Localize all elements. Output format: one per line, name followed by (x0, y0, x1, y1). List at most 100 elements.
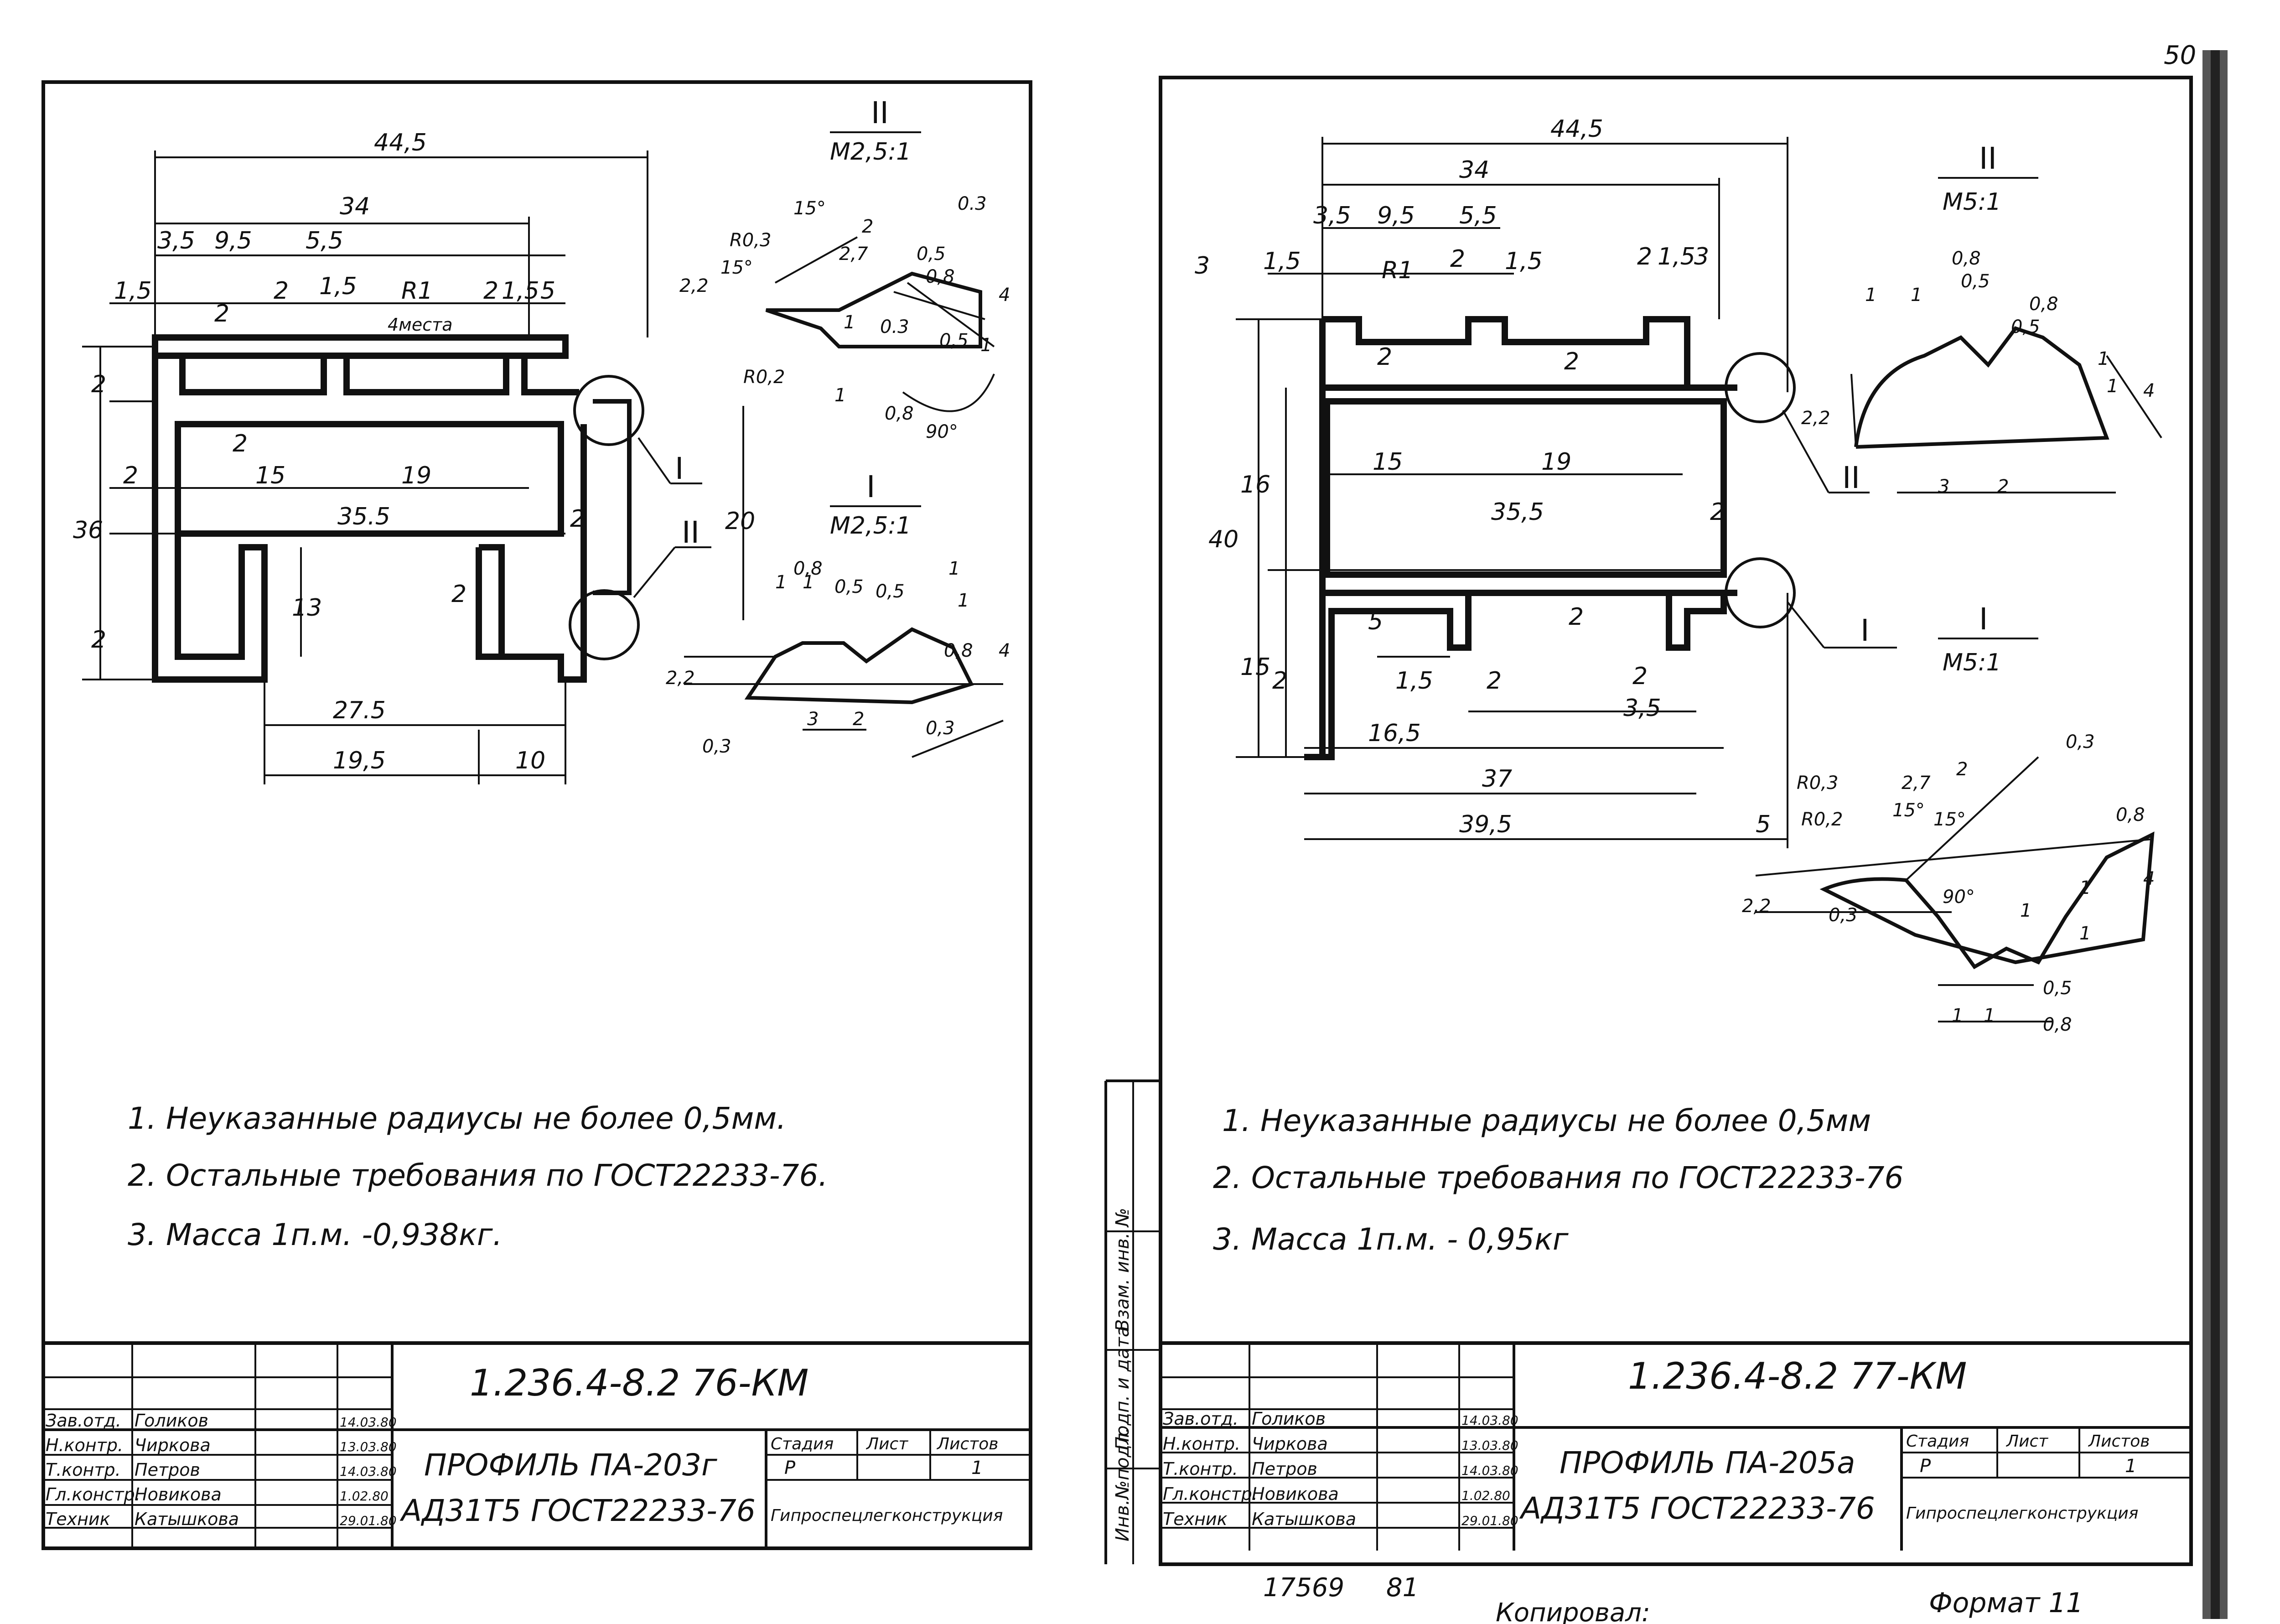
header-sheet: Лист (865, 1435, 908, 1453)
left-callouts: I II (633, 437, 711, 598)
right-detail-II-dim: 2,2 (1801, 408, 1830, 429)
left-detail-II-dim: 0.3 (958, 193, 987, 214)
left-detail-II-dim: 1 (834, 385, 846, 406)
left-tb-row-role: Т.контр. (46, 1460, 121, 1480)
r-dim-15a: 15 (1373, 448, 1403, 476)
right-tb-row-role: Гл.констр. (1163, 1484, 1258, 1504)
left-detail-II-dim: 0,5 (917, 244, 946, 265)
r-dim-19a: 19 (1541, 448, 1571, 476)
right-detail-I-dim: 0,5 (2043, 978, 2072, 999)
right-tb-row-role: Зав.отд. (1163, 1409, 1238, 1429)
left-notes: 1. Неуказанные радиусы не более 0,5мм. 2… (128, 1101, 828, 1252)
right-detail-I-dim: R0,3 (1797, 773, 1838, 794)
dim-2-b: 2 (91, 626, 106, 654)
right-detail-I-dim: 1 (1952, 1005, 1963, 1026)
right-sheet: Инв.№подл. Подп. и дата Взам. инв. № (1104, 76, 2193, 1624)
left-detail-I-dim: 0,8 (793, 558, 823, 579)
page-number-fragment: 50 (2164, 41, 2196, 70)
left-detail-I-dim: 0,3 (926, 718, 955, 739)
note-1: 1. Неуказанные радиусы не более 0,5мм. (128, 1101, 786, 1136)
r-drawing-title: ПРОФИЛЬ ПА-205а (1560, 1445, 1855, 1480)
dim-19-5: 19,5 (333, 747, 386, 774)
left-tb-row-name: Голиков (135, 1411, 208, 1431)
left-detail-II-dim: 1 (844, 312, 855, 333)
left-detail-I-dim: 3 (807, 709, 819, 730)
r-dim-35-5: 35,5 (1491, 498, 1544, 526)
r-dim-1-5b: 1,5 (1505, 248, 1543, 275)
dim-5-5: 5,5 (306, 227, 343, 254)
dim-2-v1: 2 (91, 371, 106, 398)
left-tb-row-role: Техник (46, 1509, 110, 1529)
right-dim-texts: 44,5 34 3,5 9,5 5,5 1,5 R1 2 1,5 2 1,5 3… (1195, 115, 1771, 838)
left-detail-I-dim: 0,8 (944, 640, 973, 661)
r-detail-I-label: I (1979, 602, 1988, 637)
dim-9-5: 9,5 (214, 227, 252, 254)
left-tb-row-name: Новикова (135, 1484, 222, 1505)
stage-value: Р (784, 1458, 796, 1479)
r-dim-1-5a: 1,5 (1263, 248, 1301, 275)
right-tb-row-date: 14.03.80 (1461, 1413, 1518, 1428)
right-tb-row-name: Чиркова (1252, 1434, 1328, 1454)
r-doc-code: 1.236.4-8.2 77-КМ (1628, 1355, 1967, 1397)
r-dim-3: 3 (1694, 243, 1709, 270)
left-detail-I-dim: 1 (775, 572, 787, 593)
r-sheets-value: 1 (2125, 1456, 2136, 1477)
dim-3-5: 3,5 (157, 227, 195, 254)
right-detail-II-dim: 0,5 (2011, 316, 2040, 337)
right-footer: 17569 81 Копировал: Формат 11 (1263, 1573, 2083, 1624)
left-detail-II-dim: R0,3 (730, 230, 771, 251)
right-detail-I-dim: 15° (1892, 800, 1925, 821)
left-detail-II-dim: 2,2 (679, 275, 709, 296)
dim-2-r: 2 (570, 505, 585, 533)
dim-19: 19 (401, 462, 431, 489)
dim-2-v2: 2 (233, 430, 248, 457)
left-detail-II-dim: 1 (980, 335, 992, 356)
copied-label: Копировал: (1496, 1598, 1650, 1624)
r-dim-16: 16 (1240, 471, 1270, 498)
r-dim-1-5c: 1,5 (1658, 243, 1695, 270)
left-detail-I-dim: 2,2 (666, 668, 695, 689)
format-label: Формат 11 (1929, 1587, 2083, 1619)
right-notes: 1. Неуказанные радиусы не более 0,5мм 2.… (1213, 1103, 1904, 1257)
right-detail-II-dim: 1 (2107, 376, 2118, 397)
left-detail-I-dim: 0,5 (834, 576, 864, 597)
right-profile (1304, 316, 1796, 760)
r-dim-1-5d: 1,5 (1395, 667, 1433, 695)
r-dim-r1: R1 (1382, 257, 1413, 284)
left-tb-row-date: 14.03.80 (340, 1415, 397, 1430)
callout-II: II (682, 515, 700, 550)
r-callout-I: I (1860, 613, 1869, 648)
left-tb-row-date: 13.03.80 (340, 1439, 397, 1454)
r-dim-40: 40 (1208, 526, 1238, 553)
r-note-1: 1. Неуказанные радиусы не более 0,5мм (1222, 1103, 1871, 1138)
left-detail-II-dim: 0,8 (926, 266, 955, 287)
left-detail-II-dim: 15° (793, 198, 826, 219)
right-detail-I-dim: 1 (1984, 1005, 1995, 1026)
left-detail-II-dim: R0,2 (743, 367, 785, 388)
r-dim-9-5: 9,5 (1377, 202, 1415, 229)
detail-I-scale: М2,5:1 (830, 512, 911, 540)
right-detail-I-dim: 1 (2020, 900, 2031, 921)
r-dim-2b: 2 (1637, 243, 1652, 270)
dim-1-5c: 1,5 (502, 277, 539, 305)
note-2: 2. Остальные требования по ГОСТ22233-76. (128, 1158, 828, 1193)
right-tb-row-role: Т.контр. (1163, 1459, 1238, 1479)
right-tb-row-name: Катышкова (1252, 1509, 1356, 1529)
right-tb-row-role: Техник (1163, 1509, 1228, 1529)
r-dim-2-v2: 2 (1564, 348, 1579, 375)
r-dim-2-d: 2 (1632, 663, 1648, 690)
drawing-title: ПРОФИЛЬ ПА-203г (424, 1448, 717, 1483)
r-dim-16-5: 16,5 (1368, 720, 1421, 747)
header-stage: Стадия (771, 1435, 834, 1453)
left-detail-I-dim: 1 (958, 590, 969, 611)
left-detail-II-dim: 4 (999, 285, 1010, 306)
dim-2-l: 2 (123, 462, 138, 489)
right-tb-row-name: Петров (1252, 1459, 1317, 1479)
r-dim-2a: 2 (1450, 245, 1465, 273)
left-detail-I-dim: 0,5 (876, 581, 905, 602)
r-callout-II: II (1842, 460, 1860, 495)
detail-I-label: I (866, 469, 875, 504)
dim-5: 5 (540, 277, 555, 305)
r-dim-15b: 15 (1240, 654, 1270, 681)
